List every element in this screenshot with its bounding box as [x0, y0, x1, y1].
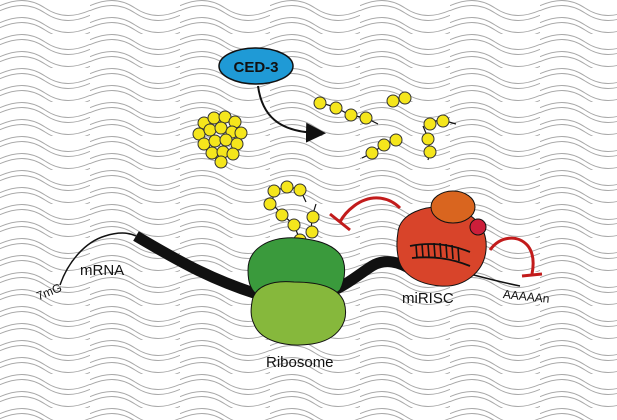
mirisc-cap	[430, 190, 476, 224]
mrna-label: mRNA	[80, 262, 124, 279]
mirisc-complex	[396, 190, 487, 287]
cleaved-fragments	[313, 91, 457, 161]
mirisc-label: miRISC	[402, 290, 454, 307]
inhibition-bar-icon	[329, 196, 543, 278]
mirisc-dot	[469, 218, 487, 236]
polya-label: AAAAAn	[502, 287, 550, 306]
ribosome-label: Ribosome	[266, 354, 334, 371]
cleavage-arrow-icon	[257, 85, 326, 143]
folded-protein-cluster	[192, 110, 248, 169]
ribosome-large-subunit	[250, 281, 346, 346]
ced3-label: CED-3	[233, 59, 278, 76]
ced3-protein: CED-3	[218, 47, 294, 85]
ribosome	[247, 237, 346, 346]
